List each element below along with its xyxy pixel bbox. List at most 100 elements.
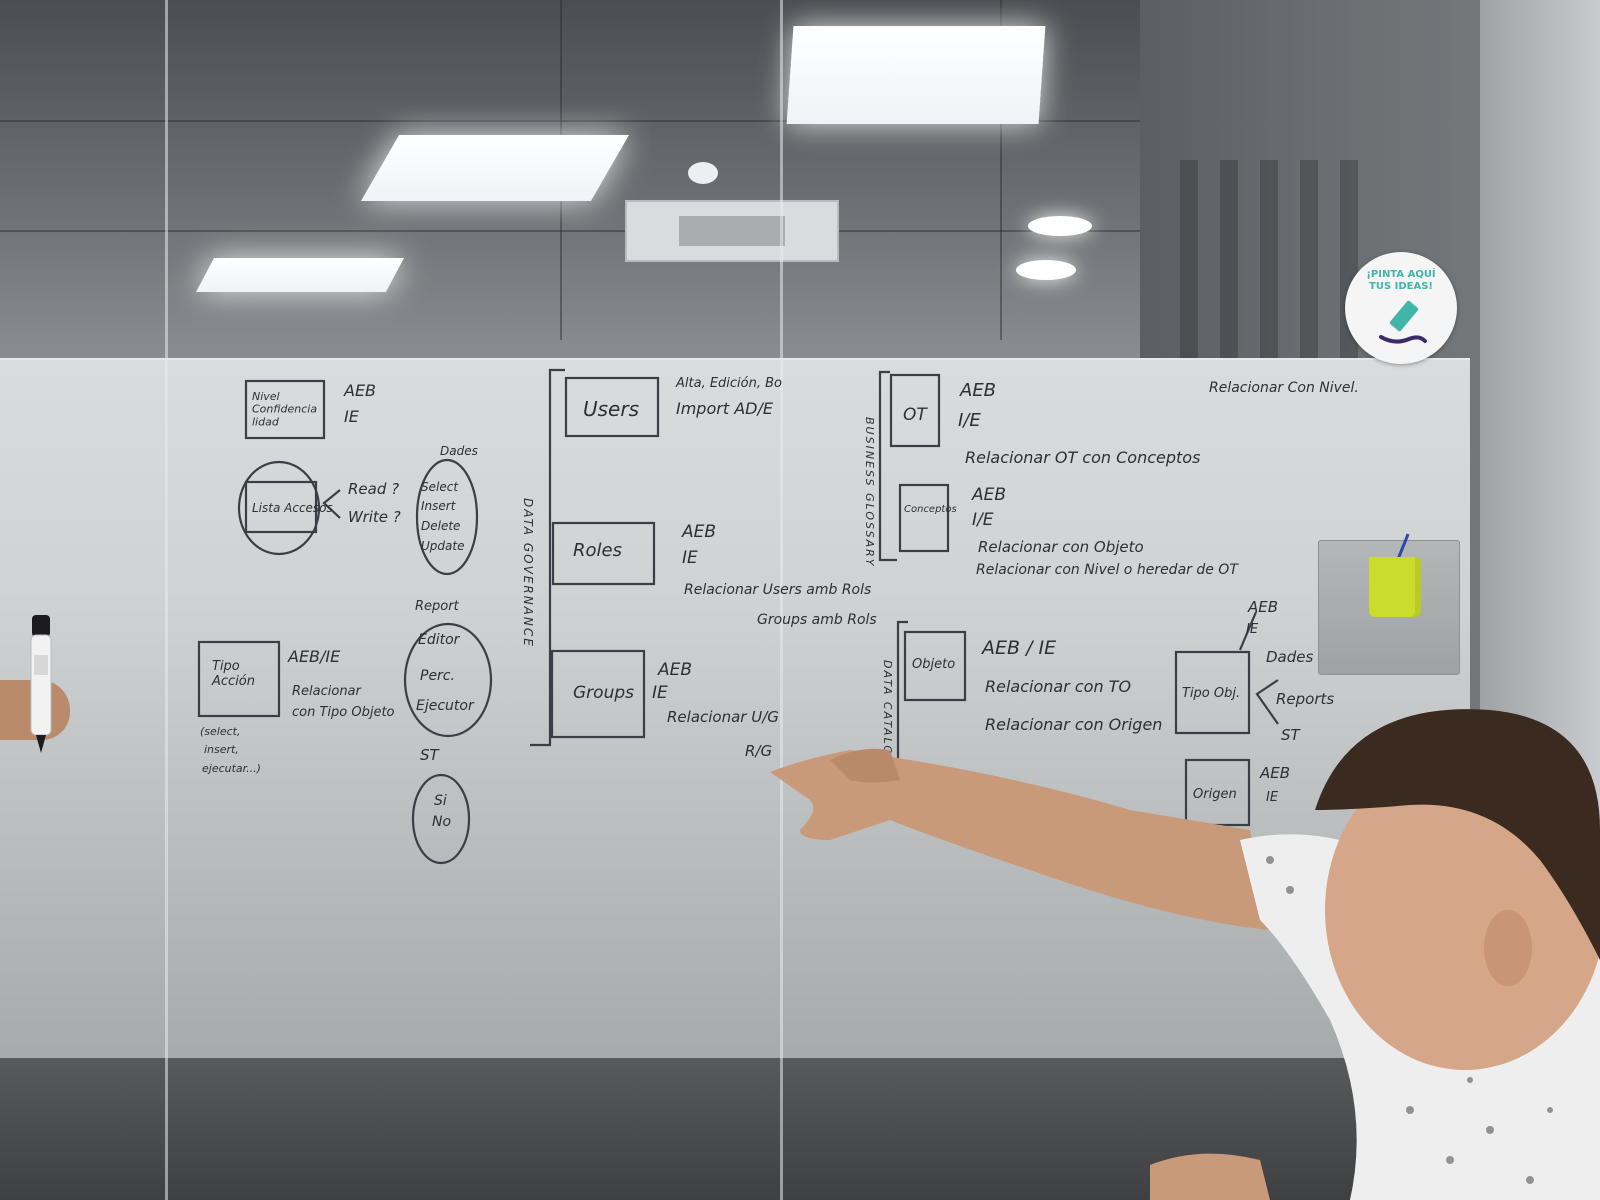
roles-box-label: Roles — [573, 540, 622, 561]
window-blind — [1300, 160, 1318, 380]
report-label: Report — [415, 599, 460, 614]
tipo-obj-note: IE — [1246, 622, 1259, 637]
tipo-obj-box-label: Tipo Obj. — [1182, 686, 1240, 701]
pen-holder-cup — [1369, 557, 1421, 617]
brace-read-write — [322, 489, 341, 519]
data-governance-bracket — [530, 368, 565, 747]
groups-note: R/G — [745, 742, 772, 760]
brace-tipo-obj — [1255, 679, 1279, 725]
report-op: Ejecutor — [416, 698, 475, 714]
objeto-box — [903, 630, 967, 702]
sticker-text: ¡PINTA AQUÍ TUS IDEAS! — [1345, 269, 1457, 293]
nivel-note: AEB — [343, 381, 376, 400]
st-label: ST — [420, 746, 441, 764]
arrow-tipo-obj — [1238, 611, 1258, 651]
report-circle — [403, 622, 493, 738]
data-catalog-bracket — [896, 620, 908, 785]
conceptos-box — [898, 483, 950, 553]
sticker-line: TUS IDEAS! — [1369, 281, 1433, 292]
origen-box-label: Origen — [1193, 787, 1237, 802]
users-box — [564, 376, 660, 438]
dades-circle — [415, 458, 479, 576]
tipo-obj-note: Reports — [1276, 690, 1334, 708]
window-blind — [1180, 160, 1198, 380]
whiteboard-marker — [30, 615, 52, 753]
conceptos-note: Relacionar con Nivel o heredar de OT — [976, 562, 1239, 578]
report-op: Editor — [418, 632, 461, 648]
conceptos-note: I/E — [972, 510, 994, 530]
business-glossary-bracket — [878, 370, 897, 562]
users-box-label: Users — [583, 397, 639, 421]
tipo-accion-sub: (select, — [200, 725, 240, 738]
data-catalog-label: DATA CATALOG — [881, 660, 894, 767]
tipo-accion-note: Relacionar — [292, 684, 363, 699]
tipo-obj-note: AEB — [1247, 598, 1278, 616]
read-note: Read ? — [348, 480, 399, 498]
conceptos-box-label: Conceptos — [904, 504, 957, 515]
tipo-accion-box — [197, 640, 281, 718]
person-pointing — [770, 709, 1600, 1200]
objeto-note: Relacionar con Origen — [985, 715, 1162, 734]
objeto-box-label: Objeto — [912, 657, 955, 672]
sticker-line: ¡PINTA AQUÍ — [1366, 269, 1436, 280]
ot-box — [889, 373, 941, 448]
glass-panel-seam — [165, 0, 168, 1200]
groups-box-label: Groups — [573, 683, 634, 703]
tipo-accion-sub: ejecutar...) — [202, 762, 261, 775]
groups-note: IE — [652, 683, 668, 703]
objeto-note: AEB / IE — [980, 637, 1056, 659]
window-blind — [1260, 160, 1278, 380]
dades-op: Insert — [421, 499, 457, 513]
si-label: Si — [434, 793, 447, 809]
glass-panel-seam — [780, 0, 783, 1200]
ot-box-label: OT — [903, 405, 928, 425]
tipo-accion-note: AEB/IE — [287, 647, 341, 666]
ceiling-downlight — [1028, 216, 1092, 236]
objeto-note: Relacionar con TO — [985, 677, 1131, 696]
window-blind — [1220, 160, 1238, 380]
roles-note: Relacionar Users amb Rols — [684, 582, 871, 598]
air-conditioning-vent — [625, 200, 839, 262]
origen-note: IE — [1266, 790, 1279, 805]
si-no-circle — [411, 773, 471, 865]
pen-holder-plate — [1318, 533, 1460, 675]
no-label: No — [432, 814, 451, 830]
nivel-box — [244, 379, 326, 440]
dades-op: Update — [421, 539, 464, 553]
conceptos-note: AEB — [971, 485, 1006, 505]
smoke-detector — [688, 162, 718, 184]
report-op: Perc. — [420, 668, 455, 684]
groups-box — [550, 649, 646, 739]
top-right-note: Relacionar Con Nivel. — [1209, 380, 1359, 396]
glass-whiteboard — [0, 358, 1470, 1060]
origen-note: AEB — [1259, 764, 1290, 782]
roles-note: Groups amb Rols — [757, 612, 877, 628]
pinta-aqui-sticker: ¡PINTA AQUÍ TUS IDEAS! — [1345, 252, 1457, 364]
roles-note: AEB — [681, 522, 716, 542]
tipo-obj-box — [1174, 650, 1251, 735]
ceiling-downlight — [1016, 260, 1076, 280]
groups-note: AEB — [657, 660, 692, 680]
roles-note: IE — [682, 548, 698, 568]
marker-pen-icon — [1379, 300, 1427, 344]
dades-op: Delete — [421, 519, 460, 533]
users-note: Alta, Edición, Bo — [675, 376, 782, 391]
ceiling-grid-line — [1000, 0, 1002, 340]
ot-note: AEB — [959, 380, 996, 401]
tipo-accion-sub: insert, — [204, 743, 239, 756]
tipo-obj-note: Dades — [1266, 648, 1313, 666]
lista-box-label: Lista Accesos — [252, 501, 333, 515]
tipo-accion-note: con Tipo Objeto — [292, 705, 395, 720]
lista-box — [244, 480, 318, 534]
ot-note: I/E — [958, 410, 981, 431]
dades-label: Dades — [440, 444, 478, 458]
write-note: Write ? — [348, 508, 401, 526]
groups-note: Relacionar U/G — [667, 708, 779, 726]
ot-note: Relacionar OT con Conceptos — [965, 448, 1200, 467]
business-glossary-label: BUSINESS GLOSSARY — [863, 417, 876, 568]
data-governance-label: DATA GOVERNANCE — [521, 498, 535, 648]
tipo-obj-note: ST — [1281, 726, 1302, 744]
